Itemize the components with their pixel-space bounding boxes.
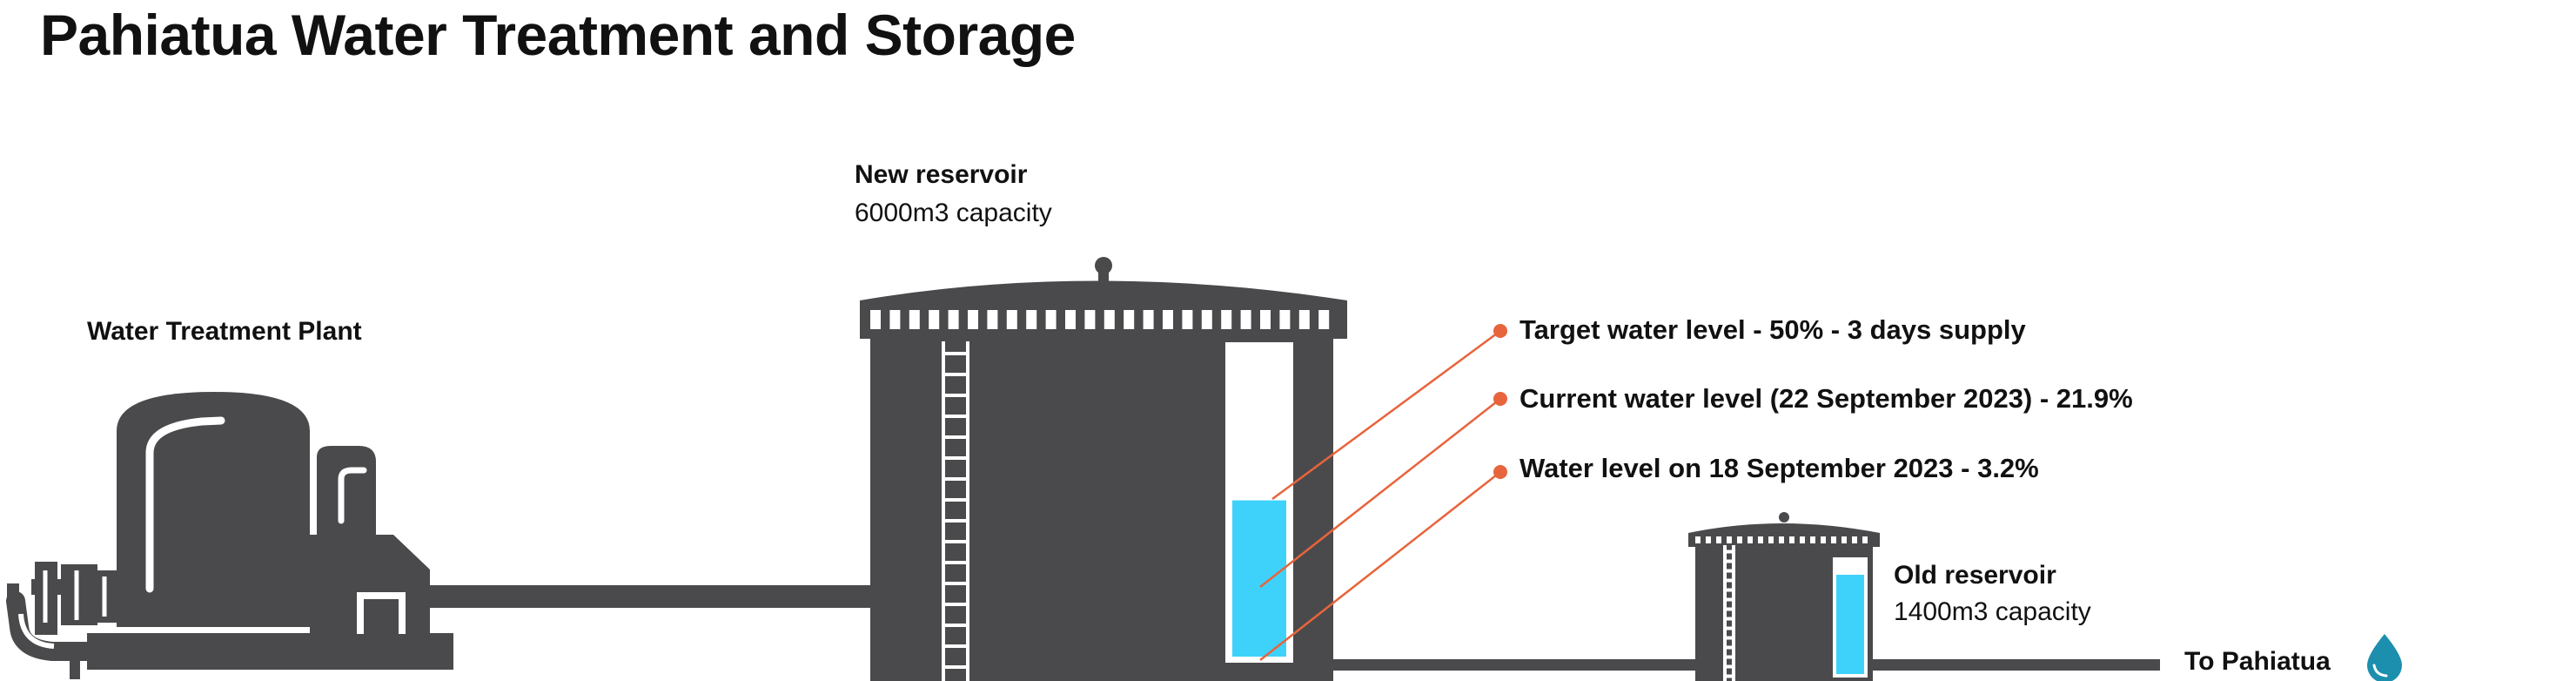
roof-vent bbox=[929, 310, 940, 329]
roof-vent bbox=[1104, 310, 1115, 329]
roof-vent bbox=[1318, 310, 1330, 329]
roof-vent bbox=[1182, 310, 1193, 329]
roof-vent bbox=[1695, 536, 1701, 543]
old-reservoir-name: Old reservoir bbox=[1894, 561, 2056, 590]
leader-line-current bbox=[1259, 398, 1501, 588]
roof-vent bbox=[1084, 310, 1096, 329]
leader-lines bbox=[1259, 324, 1507, 661]
pipe-plant-to-new-reservoir bbox=[348, 585, 881, 608]
destination-label: To Pahiatua bbox=[2184, 647, 2331, 676]
roof-vent bbox=[1026, 310, 1037, 329]
roof-vent bbox=[889, 310, 901, 329]
roof-vent bbox=[1841, 536, 1847, 543]
previous-level-label: Water level on 18 September 2023 - 3.2% bbox=[1519, 453, 2039, 483]
new-reservoir-name: New reservoir bbox=[855, 160, 1028, 189]
pipe-to-pahiatua bbox=[1869, 659, 2160, 671]
roof-vent bbox=[1260, 310, 1271, 329]
roof-vent bbox=[1163, 310, 1173, 329]
roof-vent bbox=[1298, 310, 1310, 329]
roof-vent bbox=[1737, 536, 1742, 543]
roof-vent bbox=[1716, 536, 1721, 543]
roof-vent bbox=[1006, 310, 1017, 329]
roof-vent bbox=[1201, 310, 1212, 329]
water-drop-icon bbox=[2367, 634, 2402, 681]
leader-dot-current bbox=[1493, 392, 1507, 406]
roof-vent bbox=[909, 310, 920, 329]
roof-vent bbox=[1821, 536, 1826, 543]
roof-vent bbox=[1143, 310, 1154, 329]
roof-vent bbox=[1124, 310, 1135, 329]
leader-dot-target bbox=[1493, 324, 1507, 338]
roof-vent bbox=[1789, 536, 1794, 543]
roof-vent bbox=[1221, 310, 1232, 329]
roof-vent bbox=[1065, 310, 1076, 329]
current-level-label: Current water level (22 September 2023) … bbox=[1519, 383, 2133, 414]
ladder-icon bbox=[1723, 545, 1735, 681]
roof-vent bbox=[1852, 536, 1857, 543]
pipe-new-to-old-reservoir bbox=[1312, 659, 1695, 671]
roof-vent bbox=[968, 310, 978, 329]
new-reservoir-capacity: 6000m3 capacity bbox=[855, 199, 1052, 227]
treatment-plant-icon bbox=[6, 392, 453, 679]
roof-vent bbox=[1779, 536, 1784, 543]
roof-vent bbox=[1758, 536, 1763, 543]
old-reservoir-tank bbox=[1688, 512, 1880, 681]
leader-dot-previous bbox=[1493, 465, 1507, 479]
roof-vent bbox=[1279, 310, 1291, 329]
old-reservoir-capacity: 1400m3 capacity bbox=[1894, 597, 2091, 626]
roof-vent bbox=[1768, 536, 1774, 543]
treatment-plant-label: Water Treatment Plant bbox=[87, 317, 362, 346]
roof-vent bbox=[1727, 536, 1732, 543]
roof-vent bbox=[1045, 310, 1057, 329]
roof-vent bbox=[1831, 536, 1836, 543]
roof-vent bbox=[1748, 536, 1753, 543]
roof-vent bbox=[987, 310, 998, 329]
new-reservoir-tank bbox=[860, 257, 1347, 681]
roof-vent bbox=[870, 310, 881, 329]
roof-vent bbox=[1240, 310, 1251, 329]
roof-vent bbox=[1706, 536, 1711, 543]
page-title: Pahiatua Water Treatment and Storage bbox=[40, 3, 1076, 67]
target-level-label: Target water level - 50% - 3 days supply bbox=[1519, 314, 2026, 345]
leader-line-target bbox=[1271, 329, 1501, 501]
water-level-fill bbox=[1232, 500, 1286, 663]
old-reservoir-water-fill bbox=[1836, 575, 1864, 674]
roof-vent bbox=[1800, 536, 1805, 543]
roof-vent bbox=[1810, 536, 1815, 543]
leader-line-previous bbox=[1259, 471, 1501, 661]
ladder-icon bbox=[942, 341, 969, 681]
roof-vent bbox=[948, 310, 959, 329]
roof-vent bbox=[1862, 536, 1868, 543]
